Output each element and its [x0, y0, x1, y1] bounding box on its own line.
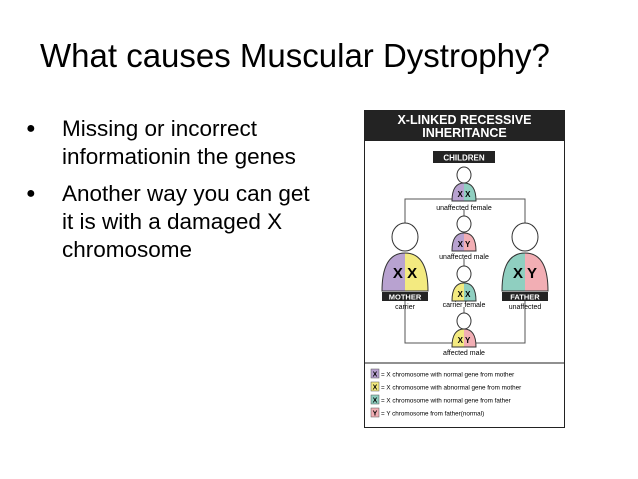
children-label-box	[433, 151, 495, 163]
mother-status: carrier	[395, 304, 416, 311]
legend-swatch	[370, 407, 380, 418]
father-chromosomes: X Y	[513, 265, 537, 282]
legend-swatch	[370, 381, 380, 392]
legend-swatch	[370, 394, 380, 405]
child4-label: affected male	[443, 350, 485, 357]
bullet-list: ● Missing or incorrect informationin the…	[26, 115, 326, 273]
legend-text: = X chromosome with normal gene from mot…	[381, 372, 514, 379]
mother-figure: X X MOTHER carrier	[381, 222, 429, 311]
child2-label: unaffected male	[439, 254, 489, 261]
bullet-text: Another way you can get it is with a dam…	[62, 181, 310, 262]
diagram-header: X-LINKED RECESSIVE INHERITANCE	[365, 111, 564, 141]
legend-row: Y = Y chromosome from father(normal)	[370, 407, 484, 418]
legend: X = X chromosome with normal gene from m…	[370, 368, 521, 418]
diagram-header-line2: INHERITANCE	[422, 126, 507, 140]
bullet-dot-icon: ●	[26, 185, 36, 202]
child1-label: unaffected female	[436, 205, 492, 212]
child2-chromosomes: X Y	[458, 240, 471, 249]
legend-letter: X	[373, 385, 378, 392]
inheritance-diagram: X-LINKED RECESSIVE INHERITANCE CHILDREN …	[364, 110, 565, 428]
slide-title: What causes Muscular Dystrophy?	[40, 37, 550, 74]
legend-letter: X	[373, 398, 378, 405]
father-status: unaffected	[509, 304, 542, 311]
bullet-dot-icon: ●	[26, 120, 36, 137]
child4-chromosomes: X Y	[458, 336, 471, 345]
legend-letter: Y	[373, 411, 378, 418]
legend-text: = X chromosome with normal gene from fat…	[381, 398, 511, 405]
father-figure: X Y FATHER unaffected	[501, 222, 549, 311]
child3-label: carrier female	[443, 302, 486, 309]
legend-swatch	[370, 368, 380, 379]
legend-text: = Y chromosome from father(normal)	[381, 411, 484, 418]
bullet-item: ● Another way you can get it is with a d…	[26, 180, 326, 264]
legend-row: X = X chromosome with abnormal gene from…	[370, 381, 521, 392]
child-unaffected-male: X Y unaffected male	[439, 215, 489, 261]
diagram-header-line1: X-LINKED RECESSIVE	[397, 113, 532, 127]
children-label: CHILDREN	[443, 154, 485, 163]
mother-chromosomes: X X	[393, 265, 417, 282]
bullet-text: Missing or incorrect informationin the g…	[62, 116, 296, 169]
legend-text: = X chromosome with abnormal gene from m…	[381, 385, 521, 392]
child-carrier-female: X X carrier female	[443, 265, 486, 309]
father-role: FATHER	[510, 293, 540, 302]
diagram-drawing: CHILDREN X X unaffected female X Y	[365, 151, 564, 418]
bullet-item: ● Missing or incorrect informationin the…	[26, 115, 326, 171]
legend-row: X = X chromosome with normal gene from m…	[370, 368, 514, 379]
legend-letter: X	[373, 372, 378, 379]
mother-role: MOTHER	[389, 293, 422, 302]
child3-chromosomes: X X	[458, 290, 472, 299]
child1-chromosomes: X X	[458, 190, 472, 199]
legend-row: X = X chromosome with normal gene from f…	[370, 394, 511, 405]
child-unaffected-female: X X unaffected female	[436, 166, 492, 212]
child-affected-male: X Y affected male	[443, 312, 485, 357]
